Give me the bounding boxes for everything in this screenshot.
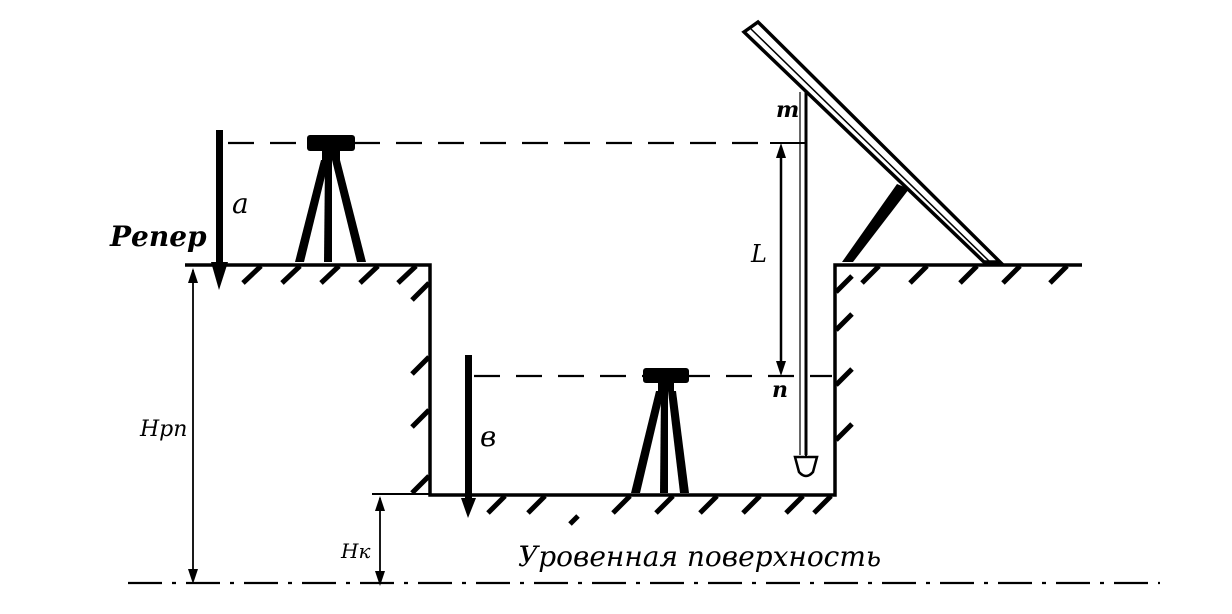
label-h-k: Hк [340,539,370,563]
hatching-pit-bottom [486,494,833,526]
label-h-rp: Hрп [139,417,187,442]
dimension-h-rp [188,268,198,584]
ground-profile [185,263,1082,497]
measuring-tape [770,92,819,478]
label-n: n [772,377,788,403]
dimension-h-k [375,496,385,586]
label-level-surface: Уровенная поверхность [518,540,881,573]
label-reper: Репер [109,220,207,253]
label-m: m [776,97,799,123]
inclined-beam [741,19,1005,264]
hatching-upper-right [860,264,1069,285]
hatching-left-wall [410,281,431,495]
benchmark-staff [211,130,228,290]
hatching-upper-left [241,264,418,285]
label-a: a [232,187,249,220]
lower-level-instrument [631,368,689,493]
dimension-L [776,143,786,376]
hatching-right-wall [834,274,854,442]
upper-level-instrument [295,135,366,262]
lower-staff [461,355,476,518]
label-L: L [750,240,767,268]
label-b: в [480,420,496,453]
